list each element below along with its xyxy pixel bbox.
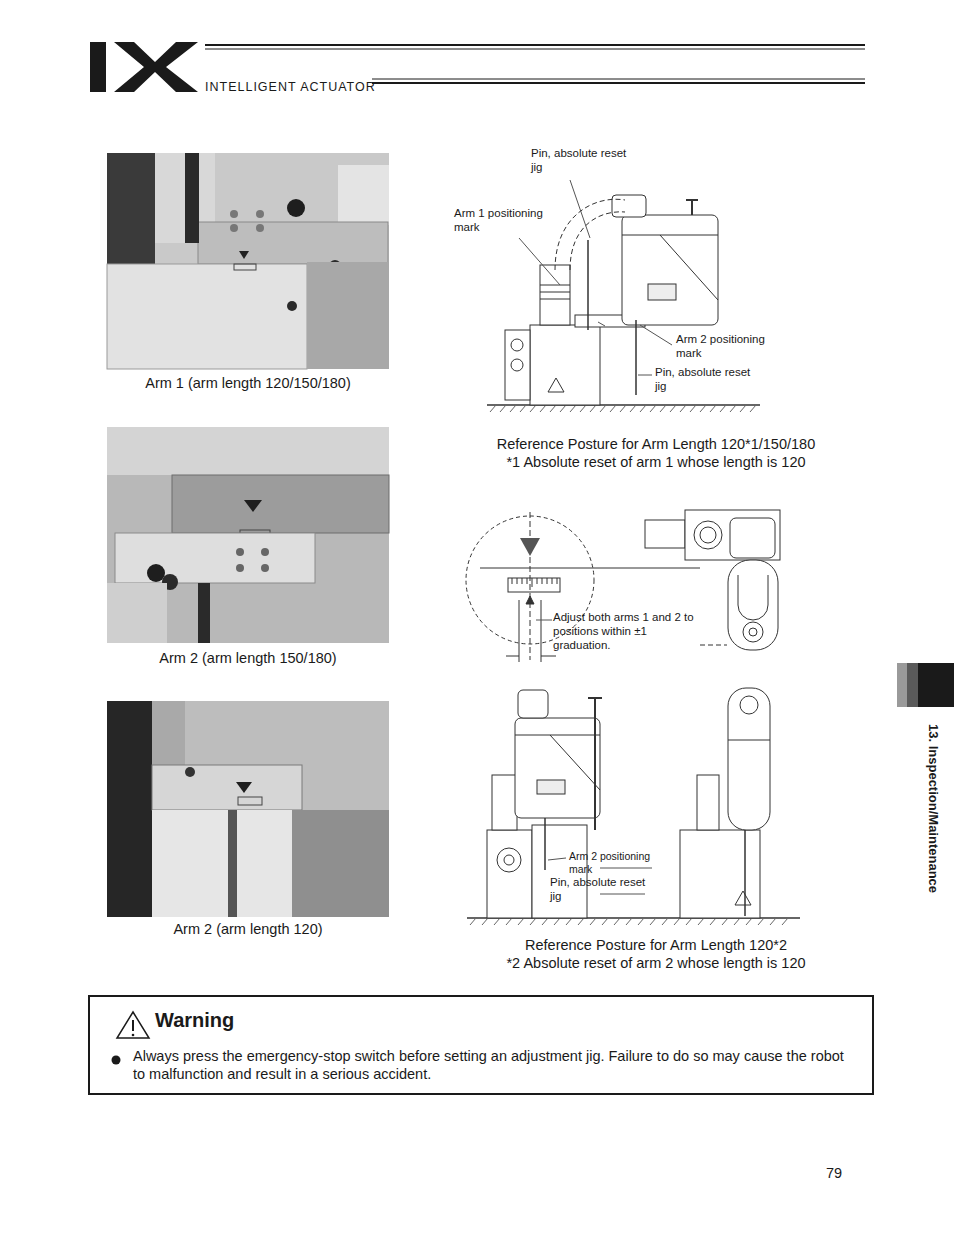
callout-label: Arm 2 positioning mark [676, 333, 776, 361]
photo-arm2-120 [107, 701, 389, 917]
figure-caption: Reference Posture for Arm Length 120*1/1… [396, 436, 916, 453]
note-label: Adjust both arms 1 and 2 to positions wi… [553, 611, 705, 652]
callout-label: Pin, absolute reset jig [550, 876, 646, 904]
top-view-robot [645, 510, 780, 650]
photo-caption: Arm 2 (arm length 120) [0, 921, 508, 938]
warning-text: Always press the emergency-stop switch b… [133, 1047, 856, 1083]
figure-caption: Reference Posture for Arm Length 120*2 [396, 937, 916, 954]
footnote: *1 Absolute reset of arm 1 whose length … [396, 454, 916, 471]
page-number: 79 [826, 1165, 842, 1182]
callout-label: Pin, absolute reset jig [655, 366, 751, 394]
footnote: *2 Absolute reset of arm 2 whose length … [396, 955, 916, 972]
warning-icon [117, 1012, 149, 1038]
warning-box: WarningAlways press the emergency-stop s… [88, 995, 874, 1095]
callout-label: Pin, absolute reset jig [531, 147, 627, 175]
brand-text: INTELLIGENT ACTUATOR [205, 80, 376, 95]
section-tab [897, 663, 954, 707]
ix-logo [90, 42, 198, 92]
callout-label: Arm 2 positioning mark [569, 850, 661, 875]
photo-caption: Arm 2 (arm length 150/180) [0, 650, 508, 667]
header-rules [205, 45, 865, 83]
photo-caption: Arm 1 (arm length 120/150/180) [0, 375, 508, 392]
section-tab-text: 13. Inspection/Maintenance [925, 724, 941, 893]
callout-label: Arm 1 positioning mark [454, 207, 554, 235]
bullet [112, 1056, 121, 1065]
photo-arm2-150-180 [107, 427, 389, 643]
arm2-120-views [467, 688, 800, 925]
warning-heading: Warning [155, 1007, 856, 1033]
photo-arm1 [107, 153, 389, 369]
